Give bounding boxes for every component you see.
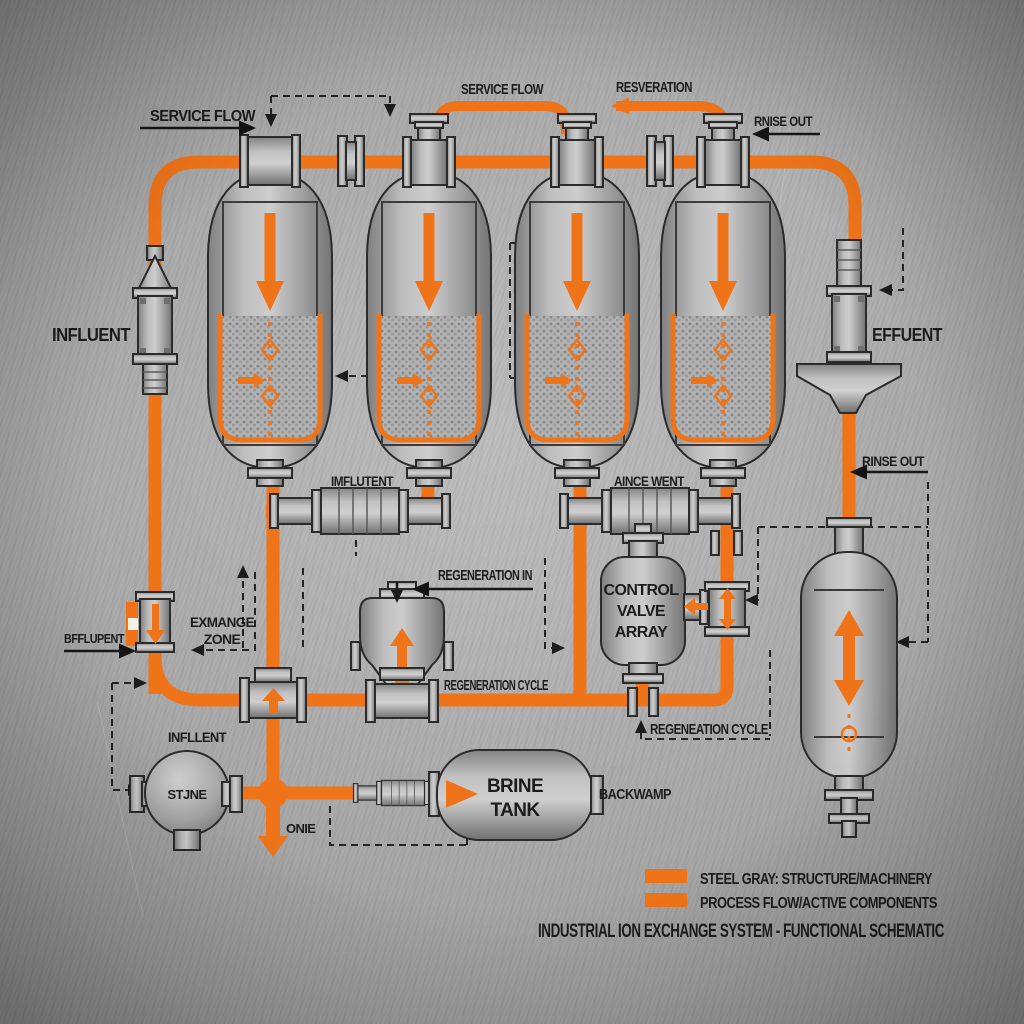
flange-pair-coupling	[337, 135, 365, 187]
brine-tank-label-1: BRINE	[487, 776, 543, 797]
sphere-tank	[129, 750, 243, 851]
service-flow-hose	[432, 101, 575, 150]
influent-valve-assembly	[132, 245, 178, 395]
main-loop-pipe	[148, 155, 862, 694]
labels: SERVICE FLOW SERVICE FLOW RESVERATION RN…	[52, 79, 943, 836]
effluent-label: EFFUENT	[872, 325, 943, 345]
legend-swatch-process	[645, 893, 687, 907]
rinse-out-right-label: RINSE OUT	[862, 453, 925, 469]
effluent-valve-assembly	[796, 239, 902, 414]
rinse-out-top-label: RNISE OUT	[754, 113, 813, 129]
backwamp-label: BACKWAMP	[599, 786, 671, 803]
bottom-manifold-pipe	[148, 468, 734, 707]
tank4-tee-valve	[696, 113, 750, 188]
pipe-junction-node	[258, 778, 288, 808]
onie-label: ONIE	[286, 821, 316, 836]
control-valve-label-2: VALVE	[617, 603, 666, 620]
regeneration-cycle-left-label: REGENERATION CYCLE	[444, 677, 548, 694]
influent-label: INFLUENT	[52, 325, 131, 345]
exmange-zone-label-2: ZONE	[204, 631, 241, 647]
brine-tank-label-2: TANK	[491, 800, 541, 821]
drain-arrow-head	[258, 836, 288, 857]
legend: STEEL GRAY: STRUCTURE/MACHINERY PROCESS …	[538, 869, 945, 942]
imflutent-label: IMFLUTENT	[331, 473, 394, 489]
flange-pair-coupling	[646, 135, 674, 187]
ion-exchange-tanks	[208, 146, 785, 486]
schematic-title: INDUSTRIAL ION EXCHANGE SYSTEM - FUNCTIO…	[538, 921, 945, 942]
exmange-zone-label-1: EXMANGE	[190, 614, 254, 630]
regeneation-cycle-right-label: REGENEATION CYCLE	[650, 721, 768, 738]
regeneration-in-label: REGENERATION IN	[438, 567, 532, 584]
sphere-tank-label: STJNE	[168, 787, 208, 802]
aince-went-label: AINCE WENT	[614, 473, 685, 489]
rinse-collection-vessel	[800, 517, 898, 838]
regeneration-eductor	[350, 581, 454, 723]
service-flow-left-label: SERVICE FLOW	[150, 108, 256, 125]
tank1-inlet-coupling	[239, 134, 301, 188]
control-valve-array	[600, 523, 709, 717]
control-valve-label-1: CONTROL	[604, 582, 680, 599]
ion-exchange-tank-3	[515, 146, 639, 486]
infllent-label: INFLLENT	[168, 729, 227, 745]
legend-swatch-steel	[645, 869, 687, 883]
ion-exchange-tank-1	[208, 146, 332, 486]
tank3-tee-valve	[550, 113, 604, 188]
regeneration-top-label: RESVERATION	[616, 79, 692, 96]
legend-process-label: PROCESS FLOW/ACTIVE COMPONENTS	[700, 895, 938, 912]
flow-arrows	[64, 120, 928, 659]
control-valve-label-3: ARRAY	[615, 624, 668, 641]
bffluent-label: BFFLUPENT	[64, 631, 125, 646]
legend-steel-label: STEEL GRAY: STRUCTURE/MACHINERY	[700, 871, 933, 888]
ion-exchange-tank-2	[367, 146, 491, 486]
ion-exchange-tank-4	[661, 146, 785, 486]
service-flow-top-label: SERVICE FLOW	[461, 81, 544, 98]
manifold-tee-left	[239, 667, 307, 723]
effluent-sample-valve	[126, 591, 175, 653]
drain-arrow-shaft	[266, 806, 280, 836]
brine-tank	[428, 749, 604, 841]
tank2-tee-valve	[402, 113, 456, 188]
regeneration-valve	[704, 530, 750, 637]
effluent-funnel	[796, 363, 902, 414]
top-manifold-fittings	[239, 113, 750, 188]
